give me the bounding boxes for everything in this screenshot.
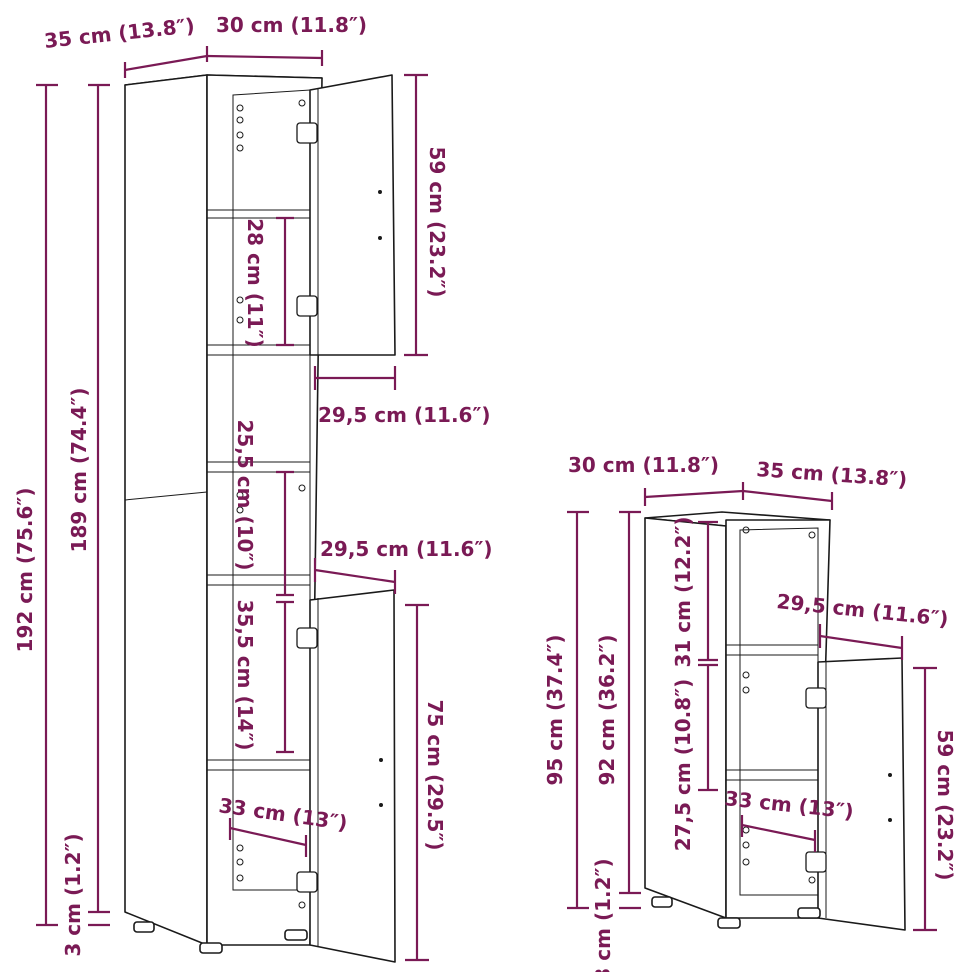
small-door — [817, 657, 906, 931]
small-leg-2 — [717, 917, 741, 929]
tall-lower-door-width-label: 29,5 cm (11.6″) — [320, 537, 493, 561]
small-door-height-label: 59 cm (23.2″) — [933, 729, 957, 880]
tall-lower-shelf-height-label: 35,5 cm (14″) — [233, 599, 257, 750]
tall-leg-height-label: 3 cm (1.2″) — [61, 833, 85, 956]
small-upper-open-height-label: 31 cm (12.2″) — [671, 516, 695, 667]
tall-width-top-label: 30 cm (11.8″) — [216, 13, 367, 37]
small-width-top-label: 30 cm (11.8″) — [568, 453, 719, 477]
tall-shelf-holes — [236, 99, 306, 909]
tall-lower-door-height-label: 75 cm (29.5″) — [423, 699, 447, 850]
tall-upper-door — [309, 74, 396, 356]
small-leg-3 — [797, 907, 821, 919]
small-leg-1 — [651, 896, 673, 908]
tall-shelf-4 — [206, 574, 311, 586]
small-total-height-label: 95 cm (37.4″) — [543, 634, 567, 785]
tall-depth-top-label: 35 cm (13.8″) — [43, 13, 196, 53]
tall-upper-shelf-height-label: 28 cm (11″) — [243, 218, 267, 348]
small-hinge-2 — [805, 851, 827, 873]
small-hinge-1 — [805, 687, 827, 709]
small-body-height-label: 92 cm (36.2″) — [595, 634, 619, 785]
small-shelf-1 — [725, 644, 819, 656]
tall-hinges — [296, 122, 318, 893]
tall-upper-door-height-label: 59 cm (23.2″) — [425, 146, 449, 297]
tall-leg-1 — [133, 921, 155, 933]
small-lower-shelf-height-label: 27,5 cm (10.8″) — [671, 679, 695, 852]
tall-side-split — [124, 491, 208, 501]
tall-total-height-label: 192 cm (75.6″) — [13, 488, 37, 653]
tall-upper-door-width-label: 29,5 cm (11.6″) — [318, 403, 491, 427]
tall-leg-3 — [284, 929, 308, 941]
small-depth-top-label: 35 cm (13.8″) — [756, 457, 908, 491]
tall-body-height-label: 189 cm (74.4″) — [67, 388, 91, 553]
small-shelf-holes — [742, 526, 816, 884]
tall-leg-2 — [199, 942, 223, 954]
small-dimensions — [567, 482, 937, 932]
tall-shelf-3 — [206, 461, 311, 473]
tall-lower-door — [309, 589, 396, 963]
tall-side-panel — [124, 74, 208, 946]
tall-dimensions — [36, 46, 429, 962]
tall-cabinet — [124, 74, 396, 963]
small-leg-height-label: 3 cm (1.2″) — [591, 858, 615, 972]
small-cabinet — [644, 511, 906, 931]
tall-open-shelf-height-label: 25,5 cm (10″) — [233, 419, 257, 570]
